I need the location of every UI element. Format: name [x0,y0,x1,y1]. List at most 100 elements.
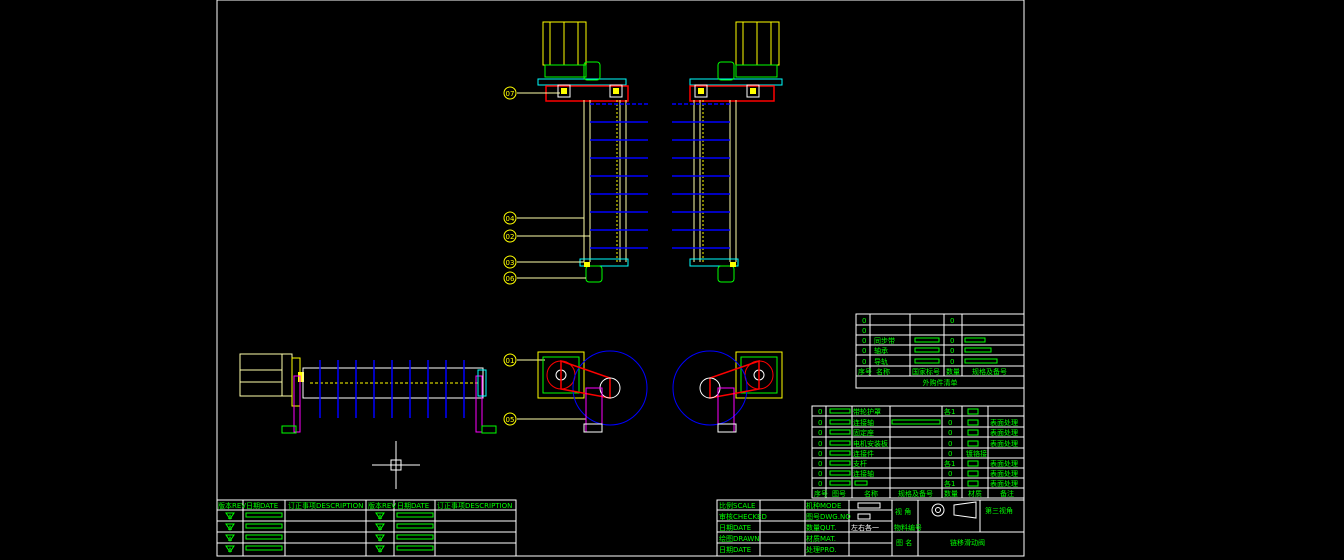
svg-text:0: 0 [818,480,822,488]
svg-text:备注: 备注 [1000,489,1014,498]
svg-text:日期DATE: 日期DATE [719,524,751,532]
svg-text:A: A [378,547,383,554]
right-end-view [672,350,783,433]
third-angle-projection-icon [931,501,977,519]
svg-text:左右各一: 左右各一 [851,523,879,532]
svg-text:A: A [378,525,383,532]
svg-text:带轮护罩: 带轮护罩 [853,407,881,416]
svg-text:轴承: 轴承 [874,346,888,355]
svg-text:审核CHECKED: 审核CHECKED [719,512,767,521]
svg-text:外购件清单: 外购件清单 [923,378,958,387]
svg-text:0: 0 [862,347,866,355]
svg-text:0: 0 [950,347,954,355]
svg-text:06: 06 [506,275,515,283]
svg-text:各1: 各1 [944,459,955,468]
svg-text:第三视角: 第三视角 [985,506,1013,515]
svg-text:A: A [228,525,233,532]
svg-text:订正事项DESCRIPTION: 订正事项DESCRIPTION [437,501,512,510]
svg-text:04: 04 [506,215,515,223]
right-motor [735,21,780,78]
title-block: 比例SCALE 机种MODE 审核CHECKED 图号DWG.NO 日期DATE… [716,499,1025,557]
svg-text:07: 07 [506,90,515,98]
svg-text:数量: 数量 [946,367,960,376]
svg-text:0: 0 [862,317,866,325]
svg-text:表面处理: 表面处理 [990,439,1018,448]
svg-text:0: 0 [948,450,952,458]
svg-text:表面处理: 表面处理 [990,469,1018,478]
svg-text:0: 0 [948,470,952,478]
svg-text:规格及备号: 规格及备号 [898,489,933,498]
svg-text:A: A [378,536,383,543]
right-mount-plate [689,85,775,102]
svg-text:日期DATE: 日期DATE [397,502,429,510]
svg-text:订正事项DESCRIPTION: 订正事项DESCRIPTION [288,501,363,510]
svg-text:连接轴: 连接轴 [853,469,874,478]
svg-text:0: 0 [950,337,954,345]
left-column [583,100,627,262]
purchased-parts-table: 0 0 0 0 同步带 0 0 轴承 0 0 导轨 0 序号 名称 国家标号 数… [855,313,1025,389]
svg-text:0: 0 [862,358,866,366]
svg-text:日期DATE: 日期DATE [246,502,278,510]
right-column [693,100,737,262]
svg-text:0: 0 [818,460,822,468]
svg-text:表面处理: 表面处理 [990,428,1018,437]
svg-text:同步带: 同步带 [874,337,895,345]
svg-text:0: 0 [818,470,822,478]
left-end-view [537,350,648,433]
svg-text:0: 0 [862,337,866,345]
svg-text:电机安装板: 电机安装板 [853,439,888,448]
slat-lines [590,103,730,249]
svg-text:各1: 各1 [944,479,955,488]
svg-text:规格及备号: 规格及备号 [972,367,1007,376]
svg-text:0: 0 [818,450,822,458]
svg-text:A: A [228,536,233,543]
svg-text:数量: 数量 [944,489,958,498]
balloon-07: 07 [503,86,517,100]
svg-text:支杆: 支杆 [853,459,867,468]
svg-text:名称: 名称 [864,489,878,498]
svg-text:0: 0 [818,440,822,448]
ucs-crosshair-icon [372,441,420,489]
svg-text:连接轴: 连接轴 [853,418,874,427]
svg-text:图 名: 图 名 [896,538,912,547]
left-motor [542,21,587,78]
balloon-03: 03 [503,255,517,269]
svg-text:A: A [228,514,233,521]
svg-text:0: 0 [948,429,952,437]
svg-text:0: 0 [950,317,954,325]
svg-text:版本REV: 版本REV [218,501,246,510]
svg-text:视 角: 视 角 [895,507,911,516]
svg-text:0: 0 [948,440,952,448]
svg-text:机种MODE: 机种MODE [806,501,841,510]
svg-text:处理PRO.: 处理PRO. [806,545,837,554]
svg-text:表面处理: 表面处理 [990,479,1018,488]
balloon-06: 06 [503,271,517,285]
svg-text:比例SCALE: 比例SCALE [719,501,755,510]
svg-text:版本REV: 版本REV [368,501,396,510]
svg-text:链移滑动阀: 链移滑动阀 [950,538,985,547]
svg-text:0: 0 [948,419,952,427]
svg-text:日期DATE: 日期DATE [719,546,751,554]
svg-text:导轨: 导轨 [874,357,888,366]
svg-text:03: 03 [506,259,515,267]
svg-text:名称: 名称 [876,367,890,376]
front-elevation-view [537,21,783,283]
balloon-05: 05 [503,412,517,426]
svg-text:物料编号: 物料编号 [894,523,922,532]
svg-text:表面处理: 表面处理 [990,418,1018,427]
balloon-04: 04 [503,211,517,225]
balloon-01: 01 [503,353,517,367]
svg-text:0: 0 [818,419,822,427]
svg-text:固定座: 固定座 [853,428,874,437]
revision-table: 版本REV 日期DATE 订正事项DESCRIPTION 版本REV 日期DAT… [216,499,517,557]
svg-text:表面处理: 表面处理 [990,459,1018,468]
svg-text:图号DWG.NO: 图号DWG.NO [806,513,851,521]
svg-text:数量QUT.: 数量QUT. [806,523,836,532]
svg-text:绘图DRAWN: 绘图DRAWN [719,534,760,543]
svg-text:连接件: 连接件 [853,449,874,458]
svg-text:05: 05 [506,416,515,424]
svg-text:A: A [378,514,383,521]
svg-text:A: A [228,547,233,554]
svg-text:0: 0 [818,429,822,437]
